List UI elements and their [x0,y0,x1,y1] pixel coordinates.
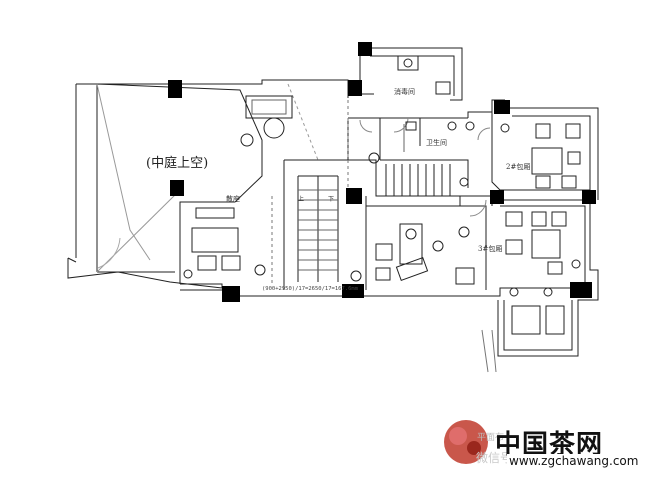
disinfection-room-label: 消毒间 [394,88,415,96]
watermark-ghost-label: 平面布 [477,433,505,443]
courtyard-void-label: (中庭上空) [146,156,209,171]
stair-dimension-note: (900+2950)/17=2650/17=167.6mm [262,286,359,292]
stair-up-label: 上 [298,196,305,203]
private-room-2-label: 2#包厢 [506,163,531,171]
stair-down-label: 下 [328,196,335,203]
watermark-seal-icon [444,420,488,464]
scattered-seating-label: 散座 [226,195,240,203]
watermark-url: www.zgchawang.com [507,454,641,468]
restroom-label: 卫生间 [426,139,447,147]
private-room-3-label: 3#包厢 [478,245,503,253]
